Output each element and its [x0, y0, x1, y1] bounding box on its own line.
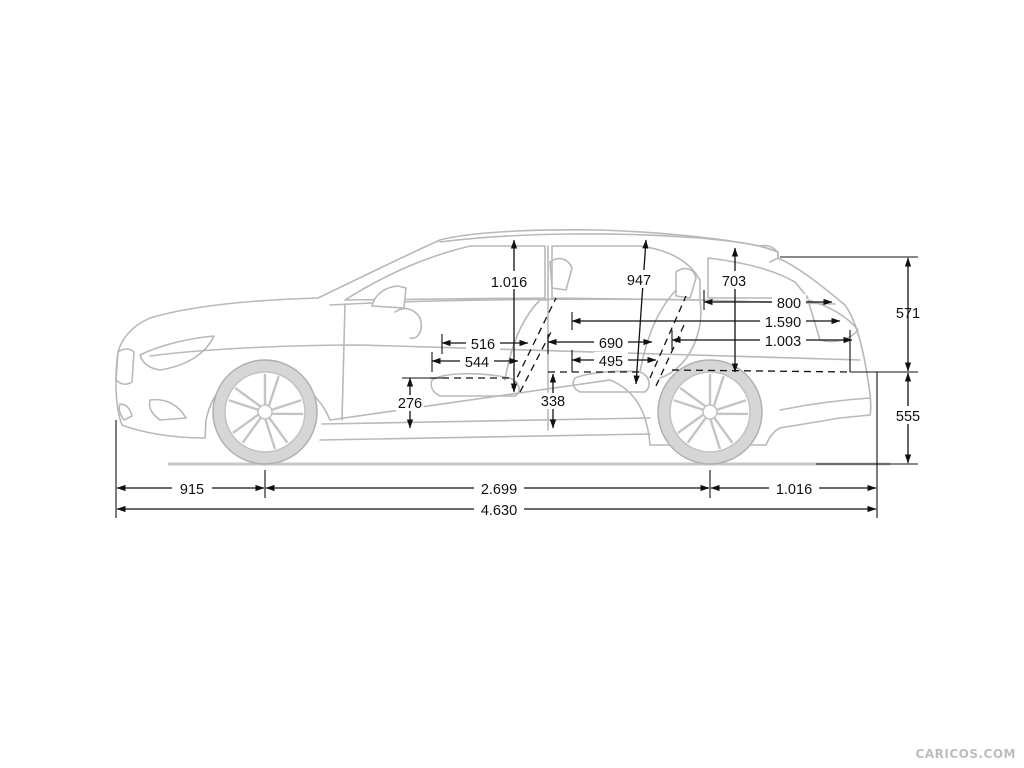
grille	[115, 348, 135, 385]
front-bumper-vent	[118, 403, 133, 421]
front-door-line	[341, 304, 346, 421]
label-greenhouse-height: 571	[896, 306, 920, 322]
roof-spoiler	[759, 244, 780, 263]
label-cargo-length-800: 800	[777, 296, 801, 312]
label-rear-headroom: 947	[627, 273, 651, 289]
rear-seat-back-dash	[649, 295, 687, 379]
quarter-window	[707, 257, 809, 299]
label-rear-overhang: 1.016	[776, 482, 812, 498]
dimension-labels: 1.016 947 703 800 1.590 1.003 516 544 69…	[172, 270, 923, 519]
rear-headrest	[675, 267, 697, 299]
steering-wheel	[394, 307, 423, 340]
label-cargo-length-1590: 1.590	[765, 315, 801, 331]
shoulder-line	[149, 344, 861, 361]
rear-wheel	[657, 359, 763, 465]
label-front-overhang: 915	[180, 482, 204, 498]
label-overall-length: 4.630	[481, 503, 517, 519]
front-vent	[148, 398, 187, 421]
rear-door-line	[659, 299, 702, 379]
cargo-floor-dash	[671, 369, 851, 373]
headlight	[139, 335, 215, 371]
label-rear-legroom-495: 495	[599, 354, 623, 370]
label-body-height: 555	[896, 409, 920, 425]
watermark: CARICOS.COM	[916, 747, 1016, 761]
label-rear-seat-height: 338	[541, 394, 565, 410]
label-rear-legroom-690: 690	[599, 336, 623, 352]
front-headrest	[549, 257, 573, 291]
front-wheel	[212, 359, 318, 465]
front-window	[344, 245, 546, 301]
label-cargo-length-1003: 1.003	[765, 334, 801, 350]
side-mirror	[370, 285, 407, 309]
label-front-legroom-544: 544	[465, 355, 489, 371]
front-seat-back-dash	[511, 297, 557, 389]
label-front-headroom: 1.016	[491, 275, 527, 291]
roof-rail	[439, 233, 779, 253]
label-cargo-height: 703	[722, 274, 746, 290]
label-front-seat-height: 276	[398, 396, 422, 412]
rear-bumper	[779, 397, 871, 411]
label-wheelbase: 2.699	[481, 482, 517, 498]
label-front-legroom-516: 516	[471, 337, 495, 353]
front-seat	[430, 299, 549, 397]
sill-line	[319, 433, 651, 441]
sill-line-lower	[321, 417, 651, 425]
